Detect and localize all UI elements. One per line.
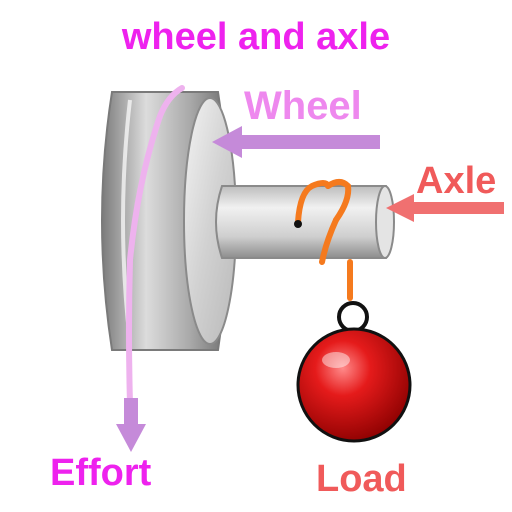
load-ball-shine — [322, 352, 350, 368]
effort-arrow — [116, 398, 146, 452]
load-rope — [295, 179, 353, 301]
effort-rope — [126, 85, 185, 407]
rope-knot — [294, 220, 302, 228]
load-ring — [337, 301, 369, 333]
wheel — [101, 91, 237, 351]
diagram-title: wheel and axle — [121, 16, 391, 58]
wheel-arrow — [212, 126, 380, 158]
load-label: Load — [316, 458, 407, 500]
axle-end — [375, 185, 395, 259]
load-ball — [296, 327, 412, 443]
effort-label: Effort — [50, 452, 152, 494]
wheel-label: Wheel — [244, 84, 362, 128]
axle-arrow — [386, 194, 504, 222]
axle-label: Axle — [416, 160, 497, 202]
